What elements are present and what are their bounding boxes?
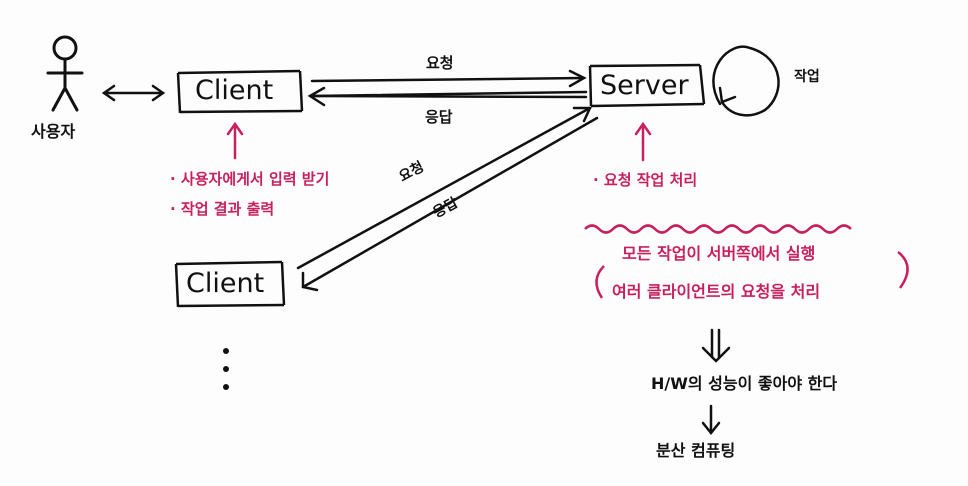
request-label-top: 요청 <box>426 54 454 72</box>
client-bottom-box <box>174 260 286 308</box>
server-bracket-line-2: 여러 클라이언트의 요청을 처리 <box>612 282 821 301</box>
user-client-arrow <box>101 84 166 102</box>
request-arrow-top <box>310 69 587 88</box>
client-note-arrow <box>226 121 244 160</box>
client-note-2: · 작업 결과 출력 <box>170 200 275 218</box>
server-label: Server <box>600 70 689 101</box>
client-top-label: Client <box>195 75 274 106</box>
response-label-top: 응답 <box>425 108 453 126</box>
user-stick-figure-icon <box>46 35 84 112</box>
server-note-item: · 요청 작업 처리 <box>593 171 698 189</box>
bottom-client-server-arrows <box>296 106 599 292</box>
server-box <box>588 63 706 108</box>
client-top-box <box>176 69 304 114</box>
user-label: 사용자 <box>31 122 76 141</box>
client-note-1: · 사용자에게서 입력 받기 <box>170 170 330 188</box>
wavy-separator <box>584 224 852 234</box>
client-bottom-label: Client <box>186 268 265 299</box>
hardware-conclusion: H/W의 성능이 좋아야 한다 <box>651 374 838 393</box>
response-arrow-top <box>307 86 588 107</box>
server-loop-arrow <box>712 45 780 117</box>
distributed-computing-label: 분산 컴퓨팅 <box>656 441 736 460</box>
server-bracket-line-1: 모든 작업이 서버쪽에서 실행 <box>622 244 816 263</box>
server-loop-label: 작업 <box>794 69 820 85</box>
right-paren <box>897 251 909 289</box>
down-arrow-icon <box>701 404 721 436</box>
left-paren <box>595 265 605 299</box>
more-clients-dots <box>223 348 229 390</box>
double-down-arrow-icon <box>701 328 731 363</box>
server-note-arrow <box>634 121 652 162</box>
